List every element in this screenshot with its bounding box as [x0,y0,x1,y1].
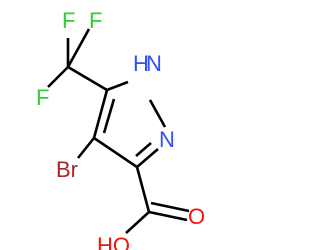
bond-n1-n2 [148,99,167,128]
fluorine-left-label: F [36,85,49,110]
bond-c4-c5 [92,89,109,139]
bond-c5-n1 [106,80,129,92]
hydroxyl-label: HO [97,233,130,250]
ring-nh-nitrogen-label: N [146,51,162,76]
fluorine-top-label: F [62,8,75,33]
bond-c3-c4 [93,136,138,169]
ring-n2-label: N [159,127,175,152]
bond-cf3-f-right [66,28,91,68]
bond-c-o-double-1 [148,210,188,222]
carbonyl-oxygen-label: O [188,204,205,229]
molecule-diagram: F F F H N N Br HO O [36,8,205,250]
bond-c-oh [125,211,150,234]
bond-n2-c3 [136,148,159,168]
bond-cf3-c5 [67,65,108,92]
bond-c4-c5-double [102,98,116,134]
bond-c3-ccooh [135,166,151,213]
bond-n2-c3-double [135,142,152,157]
bond-c4-br [76,137,96,159]
bond-c-o-double-2 [150,201,190,213]
ring-nh-hydrogen-label: H [133,51,149,76]
bond-cf3-f-left [47,66,69,88]
bromine-label: Br [56,157,78,182]
structure-canvas: F F F H N N Br HO O [36,8,205,250]
fluorine-right-label: F [89,8,102,33]
